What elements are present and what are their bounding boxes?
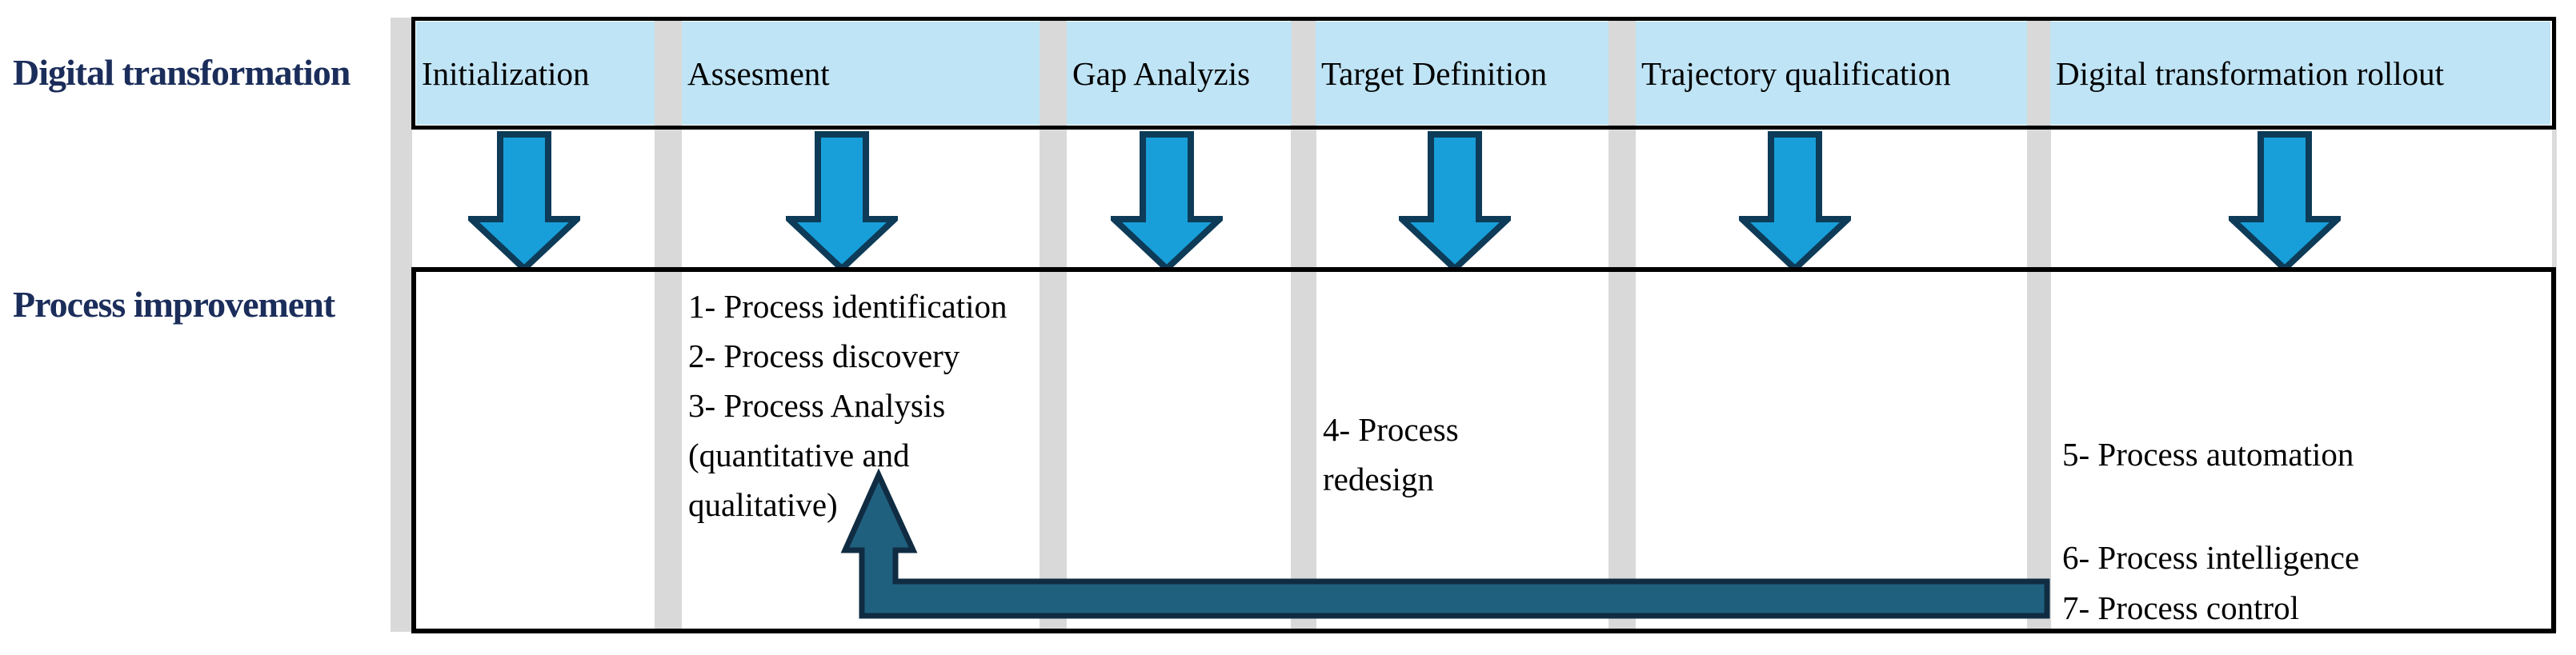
process-improvement-box bbox=[411, 267, 2556, 633]
phase-label: Trajectory qualification bbox=[1641, 54, 1951, 92]
process-step: 5- Process automation bbox=[2062, 436, 2354, 473]
phase-cell-rollout: Digital transformation rollout bbox=[2050, 22, 2550, 125]
process-steps-assessment: 1- Process identification 2- Process dis… bbox=[688, 282, 1008, 529]
phase-label: Target Definition bbox=[1321, 54, 1548, 92]
column-divider bbox=[391, 18, 412, 632]
process-step: (quantitative and bbox=[688, 437, 910, 473]
phase-label: Initialization bbox=[422, 54, 590, 92]
phase-label: Gap Analyzis bbox=[1072, 54, 1251, 92]
process-step-intelligence: 6- Process intelligence bbox=[2062, 533, 2359, 582]
column-divider bbox=[1291, 18, 1316, 632]
row-label-process-improvement: Process improvement bbox=[13, 284, 335, 325]
process-step: 1- Process identification bbox=[688, 288, 1008, 325]
phase-band-frame bbox=[411, 17, 2556, 130]
column-divider bbox=[1040, 18, 1067, 632]
process-step-automation: 5- Process automation bbox=[2062, 429, 2354, 479]
process-step: 2- Process discovery bbox=[688, 337, 960, 374]
phase-label: Assesment bbox=[687, 54, 830, 92]
process-step-control: 7- Process control bbox=[2062, 583, 2299, 633]
process-steps-target: 4- Process redesign bbox=[1323, 405, 1459, 504]
row-label-digital-transformation: Digital transformation bbox=[13, 52, 351, 93]
down-arrow-icon bbox=[786, 131, 898, 272]
column-divider bbox=[1608, 18, 1636, 632]
process-step: redesign bbox=[1323, 461, 1434, 497]
phase-cell-initialization: Initialization bbox=[416, 22, 655, 125]
phase-cell-gap-analysis: Gap Analyzis bbox=[1067, 22, 1292, 125]
phase-cell-target-definition: Target Definition bbox=[1316, 22, 1608, 125]
process-step: 7- Process control bbox=[2062, 589, 2300, 626]
process-step: 4- Process bbox=[1323, 411, 1459, 448]
phase-cell-trajectory-qualification: Trajectory qualification bbox=[1636, 22, 2027, 125]
process-step: 6- Process intelligence bbox=[2062, 539, 2360, 576]
down-arrow-icon bbox=[1399, 131, 1511, 272]
process-step: 3- Process Analysis bbox=[688, 387, 946, 424]
down-arrow-icon bbox=[468, 131, 580, 272]
column-divider bbox=[655, 18, 682, 632]
column-divider bbox=[2027, 18, 2051, 632]
process-step: qualitative) bbox=[688, 486, 838, 523]
phase-label: Digital transformation rollout bbox=[2056, 54, 2445, 92]
down-arrow-icon bbox=[2229, 131, 2341, 272]
down-arrow-icon bbox=[1111, 131, 1223, 272]
phase-cell-assessment: Assesment bbox=[682, 22, 1040, 125]
feedback-elbow-arrow-icon bbox=[840, 469, 2050, 619]
down-arrow-icon bbox=[1739, 131, 1851, 272]
